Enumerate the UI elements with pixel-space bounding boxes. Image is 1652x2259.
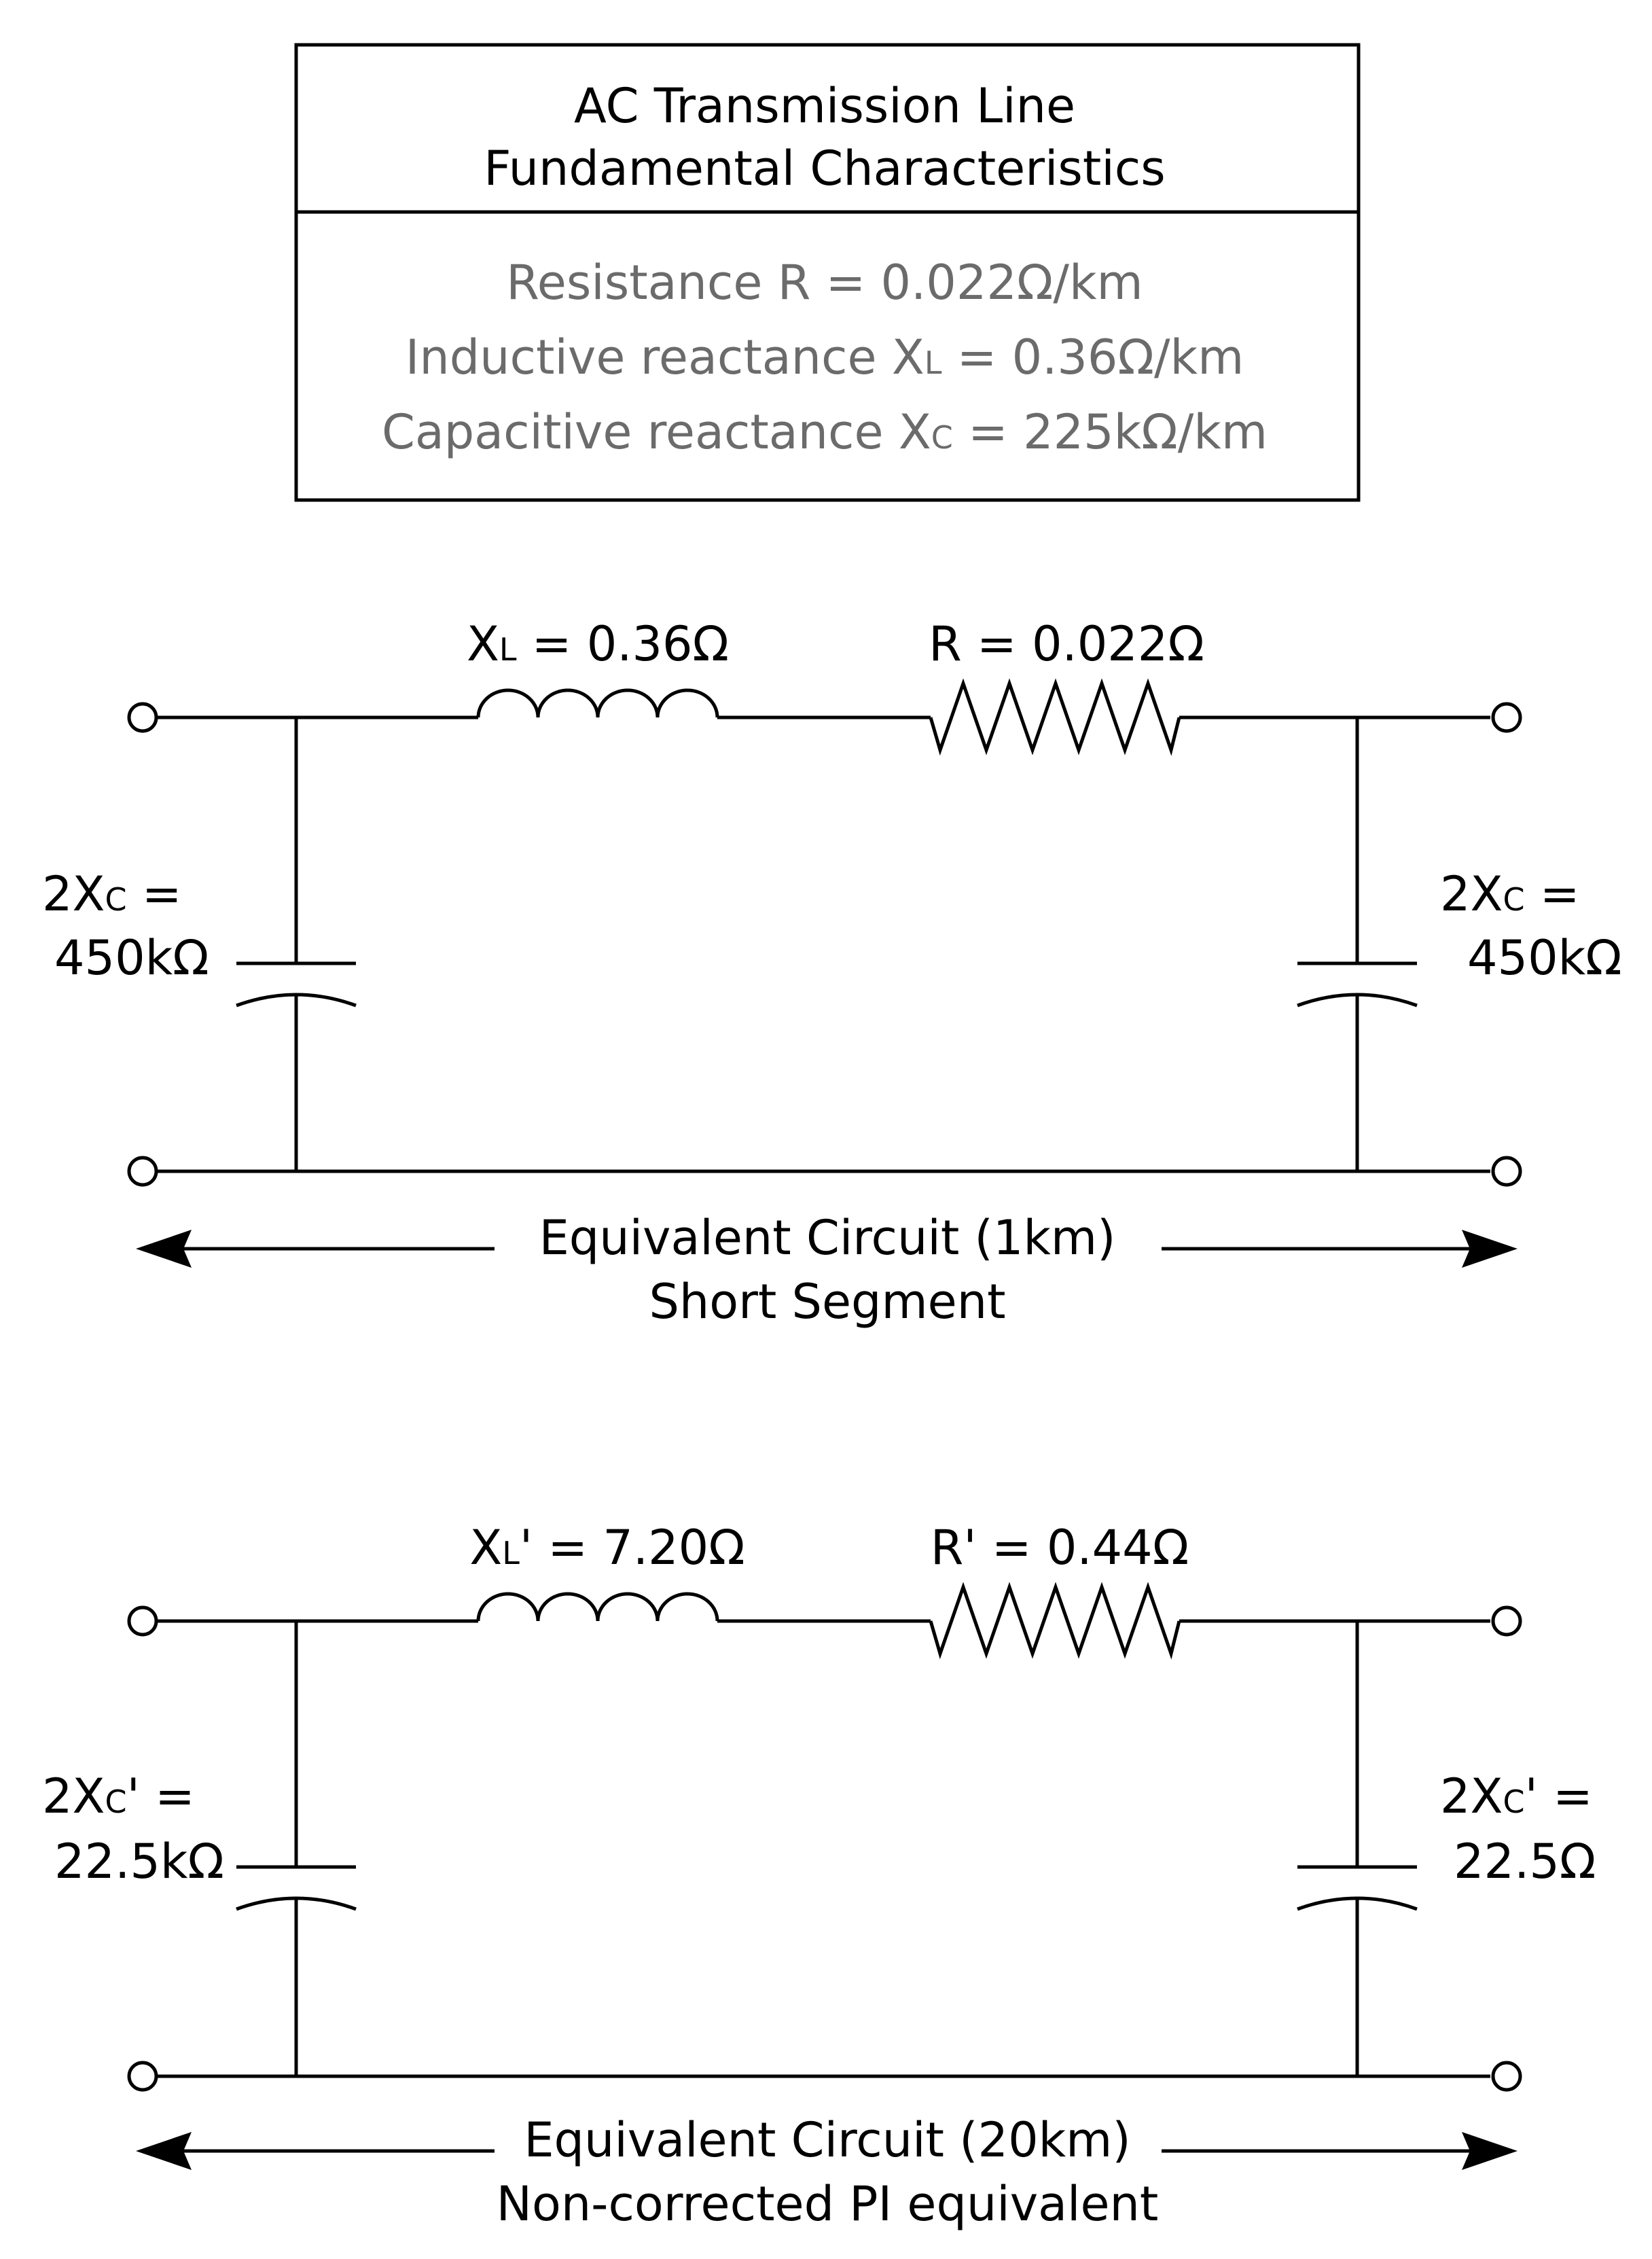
circuit-caption-line2: Non-corrected PI equivalent — [497, 2176, 1159, 2232]
span-arrow-right — [1162, 2132, 1518, 2170]
resistor-symbol — [929, 1582, 1181, 1660]
inductor-label: XL' = 7.20Ω — [469, 1520, 744, 1576]
terminal-bottom-right — [1491, 1156, 1522, 1187]
span-arrow-left — [136, 1230, 495, 1268]
inductor-symbol — [476, 1592, 719, 1622]
equivalent-circuit-1km: XL = 0.36Ω R = 0.022Ω 2XC = 450kΩ 2XC = … — [42, 616, 1622, 1330]
capacitive-reactance-spec: Capacitive reactance XC = 225kΩ/km — [382, 404, 1268, 460]
terminal-top-left — [127, 1605, 158, 1637]
circuit-caption-line1: Equivalent Circuit (20km) — [524, 2112, 1130, 2168]
terminal-bottom-right — [1491, 2061, 1522, 2092]
terminal-bottom-left — [127, 2061, 158, 2092]
cap-right-value: 22.5Ω — [1454, 1834, 1596, 1889]
cap-right-value: 450kΩ — [1467, 930, 1622, 986]
resistor-label: R = 0.022Ω — [929, 616, 1204, 672]
inductive-reactance-spec: Inductive reactance XL = 0.36Ω/km — [406, 330, 1244, 385]
box-title-line1: AC Transmission Line — [574, 78, 1075, 134]
cap-right-label: 2XC' = — [1440, 1768, 1593, 1824]
characteristics-box: AC Transmission Line Fundamental Charact… — [294, 43, 1361, 502]
cap-left-value: 22.5kΩ — [54, 1834, 224, 1889]
circuit-caption-line1: Equivalent Circuit (1km) — [539, 1210, 1116, 1266]
terminal-top-right — [1491, 702, 1522, 733]
terminal-bottom-left — [127, 1156, 158, 1187]
resistance-spec: Resistance R = 0.022Ω/km — [506, 255, 1143, 310]
resistor-label: R' = 0.44Ω — [931, 1520, 1189, 1576]
span-arrow-left — [136, 2132, 495, 2170]
resistor-symbol — [929, 678, 1181, 756]
terminal-top-right — [1491, 1605, 1522, 1637]
cap-right-label: 2XC = — [1440, 866, 1580, 922]
span-arrow-right — [1162, 1230, 1518, 1268]
circuit-caption-line2: Short Segment — [649, 1274, 1005, 1330]
cap-left-label: 2XC' = — [42, 1768, 195, 1824]
inductor-symbol — [476, 688, 719, 718]
cap-left-value: 450kΩ — [54, 930, 209, 986]
terminal-top-left — [127, 702, 158, 733]
cap-left-label: 2XC = — [42, 866, 182, 922]
box-title-line2: Fundamental Characteristics — [484, 141, 1166, 196]
inductor-label: XL = 0.36Ω — [467, 616, 729, 672]
equivalent-circuit-20km: XL' = 7.20Ω R' = 0.44Ω 2XC' = 22.5kΩ 2XC… — [42, 1520, 1596, 2232]
